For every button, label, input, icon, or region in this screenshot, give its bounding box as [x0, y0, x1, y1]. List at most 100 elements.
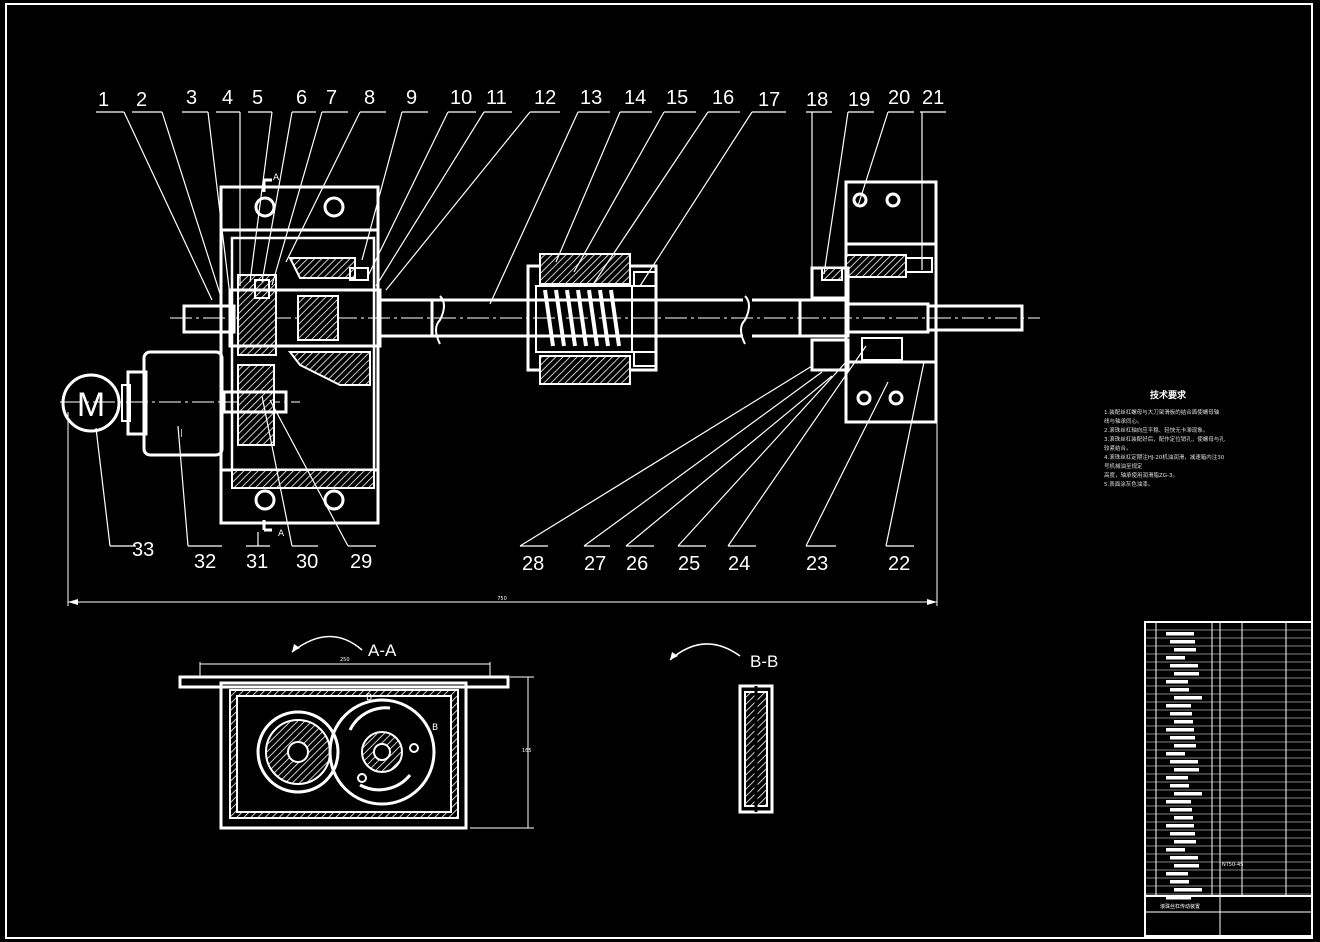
callout-31: 31 — [246, 551, 268, 573]
parts-list-cell-text — [1166, 848, 1185, 852]
title-block-name: 滚珠丝杠传动装置 — [1160, 903, 1200, 910]
section-aa-label: A-A — [368, 641, 397, 660]
parts-list — [1144, 621, 1313, 937]
section-bb-view — [669, 643, 774, 814]
parts-list-cell-text — [1170, 856, 1198, 860]
parts-list-cell-text — [1174, 840, 1196, 844]
callout-8: 8 — [364, 87, 375, 109]
callout-4: 4 — [222, 87, 233, 109]
left-shaft-end — [182, 304, 236, 334]
callout-23: 23 — [806, 553, 828, 575]
callout-16: 16 — [712, 87, 734, 109]
requirement-line-3: 2.滚珠丝杠轴向应平稳、轻快无卡滞现象。 — [1104, 426, 1208, 434]
parts-list-cell-text — [1170, 808, 1192, 812]
parts-list-cell-text — [1174, 816, 1193, 820]
callout-14: 14 — [624, 87, 646, 109]
overall-dimension-value: 750 — [497, 596, 507, 602]
callout-11: 11 — [486, 87, 507, 109]
parts-list-cell-text — [1166, 728, 1194, 732]
requirement-line-9: 5.表面涂灰色油漆。 — [1104, 480, 1153, 488]
parts-list-cell-text — [1174, 888, 1202, 892]
callout-13: 13 — [580, 87, 602, 109]
gearbox-housing — [219, 178, 380, 532]
requirement-line-5: 较紧结合。 — [1104, 444, 1132, 452]
callout-15: 15 — [666, 87, 688, 109]
technical-requirements: 技术要求 1.装配丝杠螺母与大刀架滑板的结合面使螺母轴 线与轴承同心。 2.滚珠… — [1104, 389, 1225, 488]
section-mark-a-top: A — [273, 173, 280, 183]
callout-25: 25 — [678, 553, 700, 575]
svg-text:M: M — [77, 386, 105, 424]
callout-27: 27 — [584, 553, 606, 575]
parts-list-cell-text — [1170, 664, 1198, 668]
callout-12: 12 — [534, 87, 556, 109]
requirement-line-7: 号机械油至规定 — [1104, 462, 1143, 470]
left-bearing-housing — [228, 288, 382, 348]
section-mark-a-bottom: A — [278, 529, 285, 539]
requirement-line-6: 4.滚珠丝杠定期注HJ-20机油润滑，减速箱内注30 — [1104, 453, 1225, 461]
parts-list-cell-text — [1170, 880, 1189, 884]
parts-list-cell-text — [1166, 800, 1191, 804]
ball-nut — [526, 253, 658, 385]
section-b-mark-1: B — [366, 693, 372, 703]
callout-30: 30 — [296, 551, 318, 573]
motor-body: | — [121, 350, 224, 457]
requirement-line-1: 1.装配丝杠螺母与大刀架滑板的结合面使螺母轴 — [1104, 408, 1220, 416]
parts-list-cell-text — [1170, 832, 1195, 836]
motor-symbol: M — [61, 373, 121, 433]
section-b-mark-2: B — [432, 723, 438, 733]
callout-10: 10 — [450, 87, 472, 109]
parts-list-cell-text — [1170, 784, 1189, 788]
parts-list-cell-text — [1174, 744, 1196, 748]
callout-19: 19 — [848, 89, 870, 111]
top-callout-numbers: 1 2 3 4 5 6 7 8 9 10 11 12 13 14 15 16 1… — [98, 87, 944, 111]
overall-dimension — [67, 412, 938, 606]
parts-list-cell-text — [1166, 824, 1194, 828]
parts-list-cell-text — [1170, 760, 1198, 764]
section-aa-width: 250 — [340, 657, 350, 663]
section-aa-view — [178, 635, 534, 830]
right-bearing-support — [810, 180, 938, 424]
requirement-line-2: 线与轴承同心。 — [1104, 417, 1143, 425]
bottom-callout-numbers: 33 32 31 30 29 28 27 26 25 24 23 22 — [132, 539, 910, 575]
parts-list-cell-text — [1166, 632, 1194, 636]
parts-list-cell-text — [1174, 720, 1193, 724]
gear-pair — [237, 274, 277, 446]
title-block-part-code: NT50-45 — [1222, 862, 1243, 868]
requirement-line-4: 3.滚珠丝杠装配好后，配作定位销孔，使螺母与孔 — [1104, 435, 1225, 443]
parts-list-cell-text — [1170, 688, 1189, 692]
callout-29: 29 — [350, 551, 372, 573]
callout-7: 7 — [326, 87, 337, 109]
callout-2: 2 — [136, 89, 147, 111]
parts-list-cell-text — [1166, 680, 1188, 684]
callout-24: 24 — [728, 553, 750, 575]
parts-list-cell-text — [1174, 696, 1202, 700]
requirement-line-8: 高度，轴承使用润滑脂ZG-3。 — [1104, 471, 1178, 479]
callout-17: 17 — [758, 89, 780, 111]
parts-list-cell-text — [1166, 776, 1188, 780]
callout-20: 20 — [888, 87, 910, 109]
callout-21: 21 — [922, 87, 944, 109]
parts-list-cell-text — [1170, 640, 1195, 644]
callout-9: 9 — [406, 87, 417, 109]
callout-1: 1 — [98, 89, 109, 111]
callout-3: 3 — [186, 87, 197, 109]
parts-list-cell-text — [1174, 792, 1202, 796]
section-aa-height: 165 — [522, 748, 532, 754]
ball-screw-shaft — [376, 295, 1024, 345]
section-bb-label: B-B — [750, 652, 778, 671]
drawing-border — [5, 3, 1313, 939]
parts-list-cell-text — [1174, 864, 1199, 868]
bottom-leader-lines — [95, 345, 925, 547]
parts-list-cell-text — [1166, 896, 1191, 900]
callout-5: 5 — [252, 87, 263, 109]
callout-28: 28 — [522, 553, 544, 575]
parts-list-cell-text — [1174, 768, 1199, 772]
callout-32: 32 — [194, 551, 216, 573]
parts-list-cell-text — [1174, 672, 1199, 676]
parts-list-cell-text — [1166, 656, 1185, 660]
callout-18: 18 — [806, 89, 828, 111]
parts-list-cell-text — [1166, 752, 1185, 756]
callout-26: 26 — [626, 553, 648, 575]
callout-22: 22 — [888, 553, 910, 575]
